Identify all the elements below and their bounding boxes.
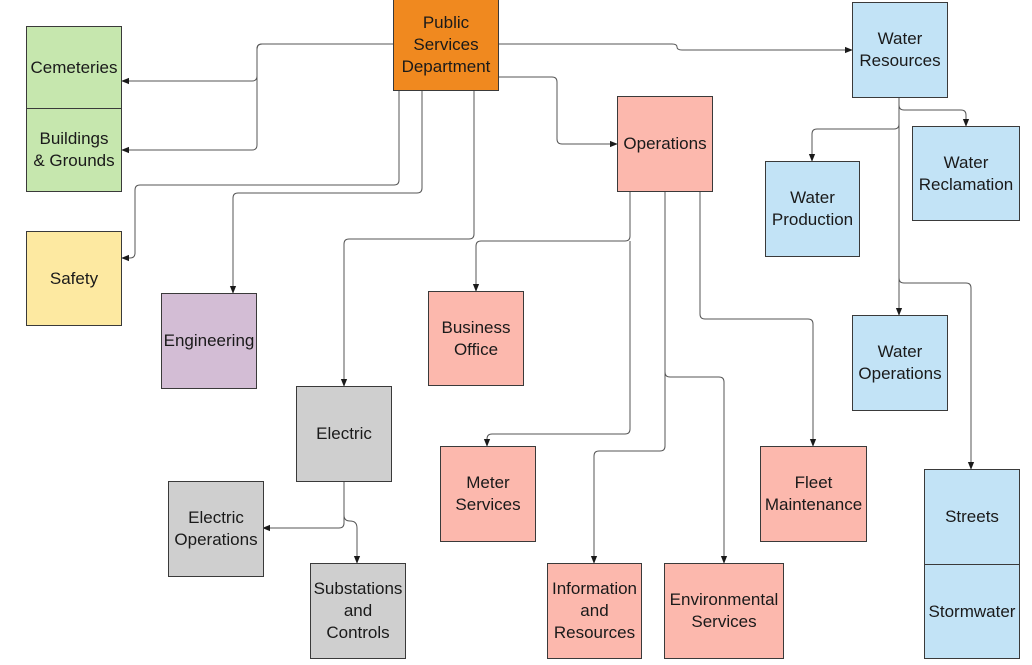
edge-operations-business-office — [472, 191, 631, 292]
edge-operations-environmental — [664, 371, 728, 564]
node-fleet-maintenance[interactable]: Fleet Maintenance — [760, 446, 867, 542]
edge-psd-operations — [499, 76, 618, 148]
node-buildings-grounds[interactable]: Buildings & Grounds — [26, 108, 122, 192]
node-information-resources[interactable]: Information and Resources — [547, 563, 642, 659]
edge-psd-safety — [121, 91, 400, 262]
node-meter-services[interactable]: Meter Services — [440, 446, 536, 542]
node-stormwater[interactable]: Stormwater — [924, 564, 1020, 659]
edge-electric-substations — [343, 514, 361, 564]
edge-water-resources-streets — [898, 277, 975, 470]
edge-psd-buildings — [121, 43, 393, 154]
node-cemeteries[interactable]: Cemeteries — [26, 26, 122, 109]
node-water-operations[interactable]: Water Operations — [852, 315, 948, 411]
node-operations[interactable]: Operations — [617, 96, 713, 192]
edge-water-resources-water-production — [808, 97, 900, 162]
edge-psd-electric — [340, 91, 475, 387]
node-water-production[interactable]: Water Production — [765, 161, 860, 257]
edge-operations-meter-services — [483, 241, 631, 447]
node-electric-operations[interactable]: Electric Operations — [168, 481, 264, 577]
node-public-services-department[interactable]: Public Services Department — [393, 0, 499, 91]
node-environmental-services[interactable]: Environmental Services — [664, 563, 784, 659]
edge-operations-fleet — [699, 191, 817, 447]
node-engineering[interactable]: Engineering — [161, 293, 257, 389]
edge-operations-info-resources — [590, 191, 666, 564]
edge-psd-water-resources — [499, 43, 853, 54]
node-business-office[interactable]: Business Office — [428, 291, 524, 386]
node-electric[interactable]: Electric — [296, 386, 392, 482]
node-streets[interactable]: Streets — [924, 469, 1020, 565]
node-substations-controls[interactable]: Substations and Controls — [310, 563, 406, 659]
node-safety[interactable]: Safety — [26, 231, 122, 326]
edge-water-resources-water-reclamation — [898, 97, 970, 127]
edge-electric-electric-ops — [262, 481, 345, 532]
edge-psd-engineering — [229, 91, 423, 294]
node-water-resources[interactable]: Water Resources — [852, 2, 948, 98]
node-water-reclamation[interactable]: Water Reclamation — [912, 126, 1020, 221]
